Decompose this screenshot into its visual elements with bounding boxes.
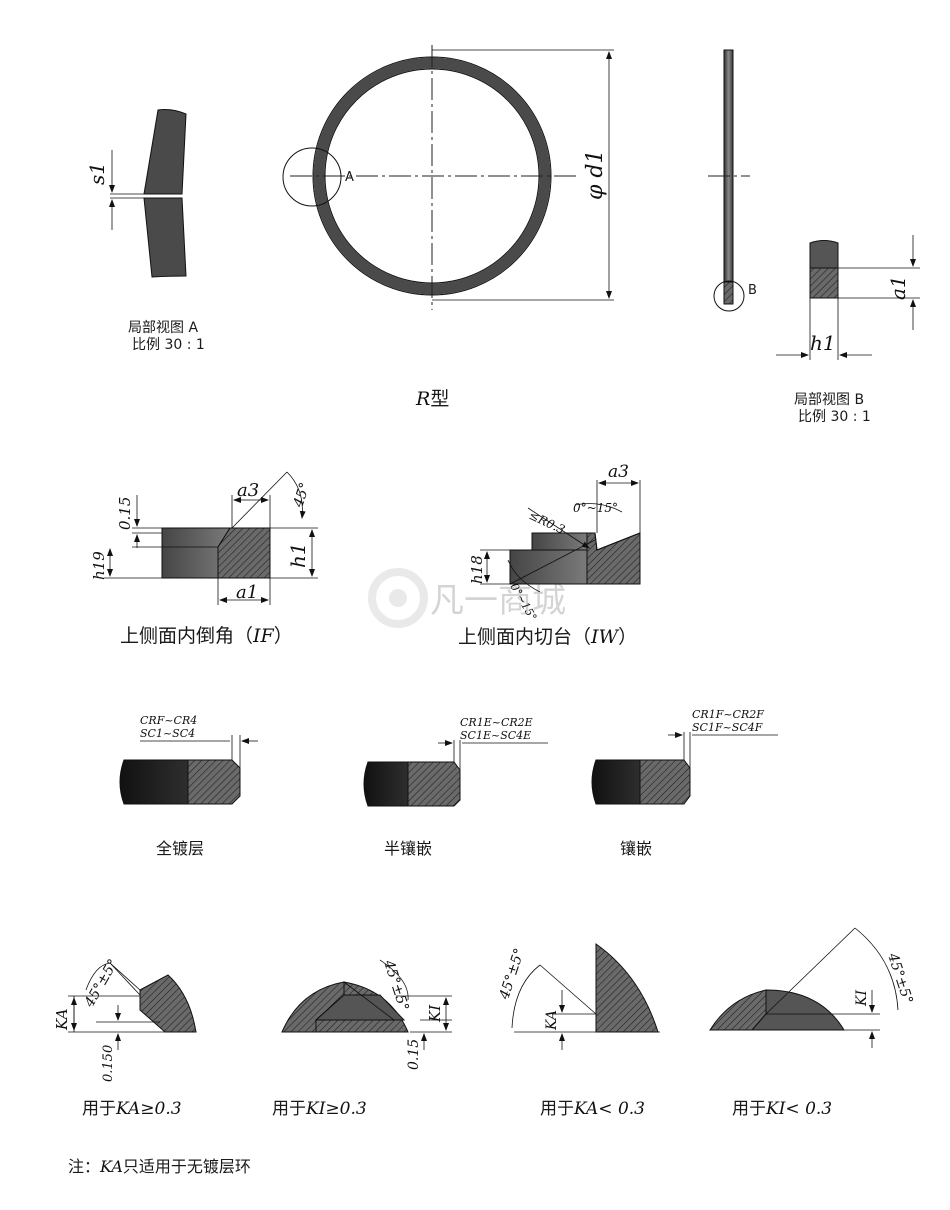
h1-label: h1 <box>810 331 836 355</box>
watermark: 凡一商城 <box>368 568 566 628</box>
iw-h18-label: h18 <box>468 555 486 584</box>
phi-d1-label: φ d1 <box>583 150 608 200</box>
bottom3-dim1: KA <box>544 1010 560 1031</box>
if-section-drawing: 0.15 h19 a3 45° h1 a1 <box>90 471 318 605</box>
if-h19-label: h19 <box>90 551 108 580</box>
watermark-text: 凡一商城 <box>430 581 566 621</box>
if-a1-label: a1 <box>236 582 258 603</box>
iw-angle-top: 0°~15° <box>573 501 618 515</box>
iw-caption: 上侧面内切台（IW） <box>458 626 637 648</box>
marker-b: B <box>748 283 757 298</box>
iw-a3-label: a3 <box>608 462 629 482</box>
view-a-title: 局部视图 A <box>128 320 198 336</box>
coating-half-caption: 半镶嵌 <box>384 839 432 858</box>
bottom4-dim1: KI <box>854 990 870 1007</box>
type-label: R型 <box>415 388 449 410</box>
if-015-label: 0.15 <box>116 497 134 530</box>
bottom2-dim2: 0.15 <box>406 1039 422 1070</box>
coating-full: CRF~CR4 SC1~SC4 <box>119 714 258 805</box>
bottom-ki-large: KI 0.15 45°±5° <box>281 957 452 1070</box>
if-caption: 上侧面内倒角（IF） <box>120 625 293 647</box>
if-h1-label: h1 <box>286 542 310 568</box>
detail-a-circle <box>282 147 342 207</box>
bottom3-angle: 45°±5° <box>496 946 528 1002</box>
side-bar-view: B <box>708 49 757 312</box>
footnote: 注：KA只适用于无镀层环 <box>68 1157 251 1176</box>
if-a3-label: a3 <box>237 480 259 501</box>
view-a-scale: 比例 30 : 1 <box>132 337 205 353</box>
a1-label: a1 <box>886 275 910 300</box>
view-b-title: 局部视图 B <box>794 392 864 408</box>
detail-view-a: s1 局部视图 A 比例 30 : 1 <box>85 109 205 353</box>
detail-b-circle <box>713 280 745 312</box>
s1-label: s1 <box>85 162 109 185</box>
coating-half-code2: SC1E~SC4E <box>460 729 531 742</box>
coating-inlay-code2: SC1F~SC4F <box>692 721 763 734</box>
bottom2-dim1: KI <box>426 1004 444 1023</box>
bottom1-caption: 用于KA≥0.3 <box>82 1099 182 1119</box>
coating-full-code1: CRF~CR4 <box>140 714 197 727</box>
coating-full-caption: 全镀层 <box>156 839 204 858</box>
coating-full-code2: SC1~SC4 <box>140 727 195 740</box>
coating-inlay-caption: 镶嵌 <box>620 839 652 858</box>
coating-half-code1: CR1E~CR2E <box>460 716 533 729</box>
marker-a: A <box>345 170 354 185</box>
bottom-ka-large: KA 0.150 45°±5° <box>53 957 197 1082</box>
bottom-ka-small: KA 45°±5° <box>496 943 660 1050</box>
coating-half-inlay: CR1E~CR2E SC1E~SC4E <box>363 716 548 807</box>
bottom2-caption: 用于KI≥0.3 <box>272 1099 367 1119</box>
coating-inlay-code1: CR1F~CR2F <box>692 708 764 721</box>
bottom1-dim2: 0.150 <box>101 1045 116 1082</box>
bottom4-angle: 45°±5° <box>884 950 916 1006</box>
main-ring-view: A φ d1 <box>282 45 614 310</box>
bottom4-caption: 用于KI< 0.3 <box>732 1099 832 1119</box>
coating-inlay: CR1F~CR2F SC1F~SC4F <box>591 708 778 805</box>
if-angle-label: 45° <box>290 481 313 511</box>
bottom1-angle: 45°±5° <box>81 957 122 1011</box>
bottom3-caption: 用于KA< 0.3 <box>540 1099 645 1119</box>
bottom1-dim1: KA <box>53 1008 71 1031</box>
view-b-scale: 比例 30 : 1 <box>798 409 871 425</box>
bottom-ki-small: KI 45°±5° <box>709 927 916 1048</box>
detail-view-b: a1 h1 局部视图 B 比例 30 : 1 <box>776 235 920 425</box>
